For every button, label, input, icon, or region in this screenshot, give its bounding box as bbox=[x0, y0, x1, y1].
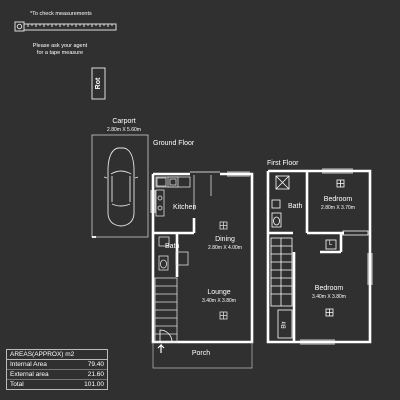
kitchen-label: Kitchen bbox=[173, 204, 197, 211]
areas-row-label: Total bbox=[10, 381, 24, 388]
porch-label: Porch bbox=[191, 350, 211, 357]
areas-title: AREAS(APPROX) m2 bbox=[7, 350, 107, 360]
bedroom1-dims: 2.80m X 3.70m bbox=[321, 205, 355, 211]
bedroom1-label: Bedroom bbox=[323, 196, 353, 203]
first-floor-title: First Floor bbox=[267, 160, 299, 167]
areas-row-value: 21.60 bbox=[87, 371, 104, 378]
ground-floor-title: Ground Floor bbox=[153, 140, 195, 147]
areas-row-external: External area 21.60 bbox=[7, 370, 107, 380]
tape-measure-icon bbox=[14, 21, 117, 32]
porch-outline bbox=[152, 342, 253, 369]
rot-box bbox=[91, 67, 106, 100]
car-icon bbox=[103, 147, 139, 227]
bath-ground-label: Bath bbox=[165, 243, 180, 250]
areas-row-value: 101.00 bbox=[84, 381, 104, 388]
linen-label: L bbox=[329, 241, 333, 247]
entry-arrow-icon bbox=[157, 343, 165, 353]
measure-note-title: *To check measurements bbox=[30, 11, 92, 17]
bir-label: Bir bbox=[281, 321, 288, 329]
dining-dims: 2.80m X 4.00m bbox=[208, 245, 242, 251]
carport-dims: 2.80m X 5.60m bbox=[107, 127, 141, 133]
bath-first-label: Bath bbox=[288, 203, 303, 210]
areas-row-value: 79.40 bbox=[87, 361, 104, 368]
first-floor-walls bbox=[266, 169, 372, 344]
areas-row-internal: Internal Area 79.40 bbox=[7, 360, 107, 370]
areas-row-label: External area bbox=[10, 371, 49, 378]
lounge-dims: 3.40m X 3.80m bbox=[202, 298, 236, 304]
carport-label: Carport bbox=[112, 118, 136, 125]
measure-note-line1: Please ask your agent bbox=[32, 43, 88, 49]
carport-outline bbox=[91, 134, 149, 238]
areas-row-label: Internal Area bbox=[10, 361, 47, 368]
areas-row-total: Total 101.00 bbox=[7, 380, 107, 389]
rot-label: Rot bbox=[95, 77, 102, 90]
measure-note-line2: for a tape measure bbox=[36, 50, 84, 56]
bedroom2-dims: 3.40m X 3.80m bbox=[312, 294, 346, 300]
lounge-label: Lounge bbox=[207, 289, 231, 296]
bedroom2-label: Bedroom bbox=[314, 285, 344, 292]
areas-table: AREAS(APPROX) m2 Internal Area 79.40 Ext… bbox=[6, 349, 108, 390]
dining-label: Dining bbox=[215, 236, 235, 243]
